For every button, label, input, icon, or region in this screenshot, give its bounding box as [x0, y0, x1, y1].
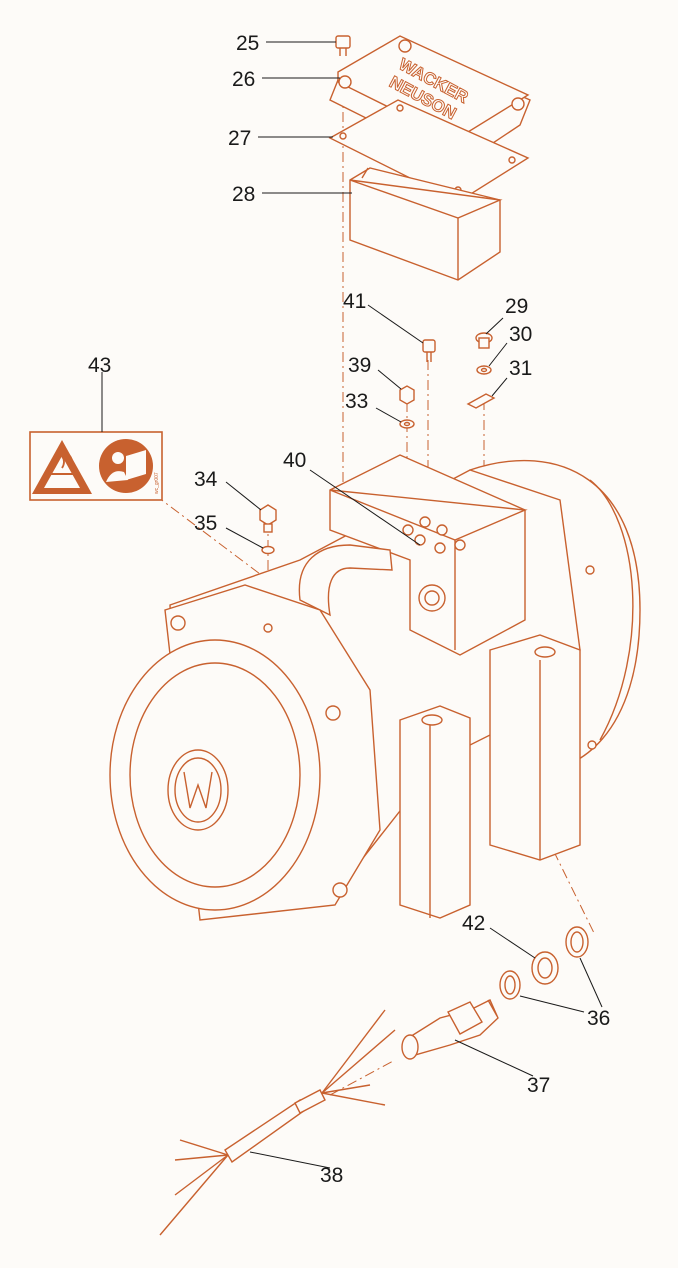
nut-39	[399, 385, 415, 405]
callout-39: 39	[348, 354, 371, 377]
callout-33: 33	[345, 390, 368, 413]
callout-30: 30	[509, 323, 532, 346]
hot-surface-warning-icon	[32, 440, 92, 494]
washer-35	[261, 545, 275, 555]
wacker-w-logo	[167, 749, 229, 831]
callout-34: 34	[194, 468, 218, 491]
callout-26: 26	[232, 68, 255, 91]
callout-36: 36	[587, 1007, 610, 1030]
motor-housing	[109, 454, 641, 921]
washer-30	[476, 365, 492, 375]
callout-28: 28	[232, 183, 255, 206]
callout-38: 38	[320, 1164, 343, 1187]
warning-label-43: wc_gr007	[29, 431, 163, 501]
callout-43: 43	[88, 354, 111, 377]
terminal-box-frame	[349, 167, 503, 281]
callout-41: 41	[343, 290, 366, 313]
read-manual-icon	[99, 439, 153, 493]
reducer-42	[531, 951, 559, 985]
screw-25	[335, 35, 351, 56]
terminal-box-cover: WACKER NEUSON	[329, 35, 531, 166]
leader-lines	[101, 41, 603, 1169]
cable-gland-37	[401, 999, 499, 1060]
callout-27: 27	[228, 127, 251, 150]
label-code: wc_gr007	[154, 472, 160, 494]
screw-29	[475, 332, 493, 349]
washer-33	[399, 419, 415, 429]
screw-34	[259, 504, 277, 533]
callout-40: 40	[283, 449, 306, 472]
seal-ring-36a	[565, 926, 589, 958]
callout-25: 25	[236, 32, 259, 55]
callout-labels: 25 26 27 28 29 30 31 33 34 35 36 37 38 3…	[88, 32, 610, 1187]
screw-41	[422, 339, 436, 362]
callout-31: 31	[509, 357, 532, 380]
cable-38	[159, 1009, 396, 1236]
callout-35: 35	[194, 512, 217, 535]
ground-tab-31	[466, 393, 496, 409]
callout-37: 37	[527, 1074, 550, 1097]
seal-ring-36b	[499, 970, 521, 1000]
callout-29: 29	[505, 295, 528, 318]
callout-42: 42	[462, 912, 485, 935]
